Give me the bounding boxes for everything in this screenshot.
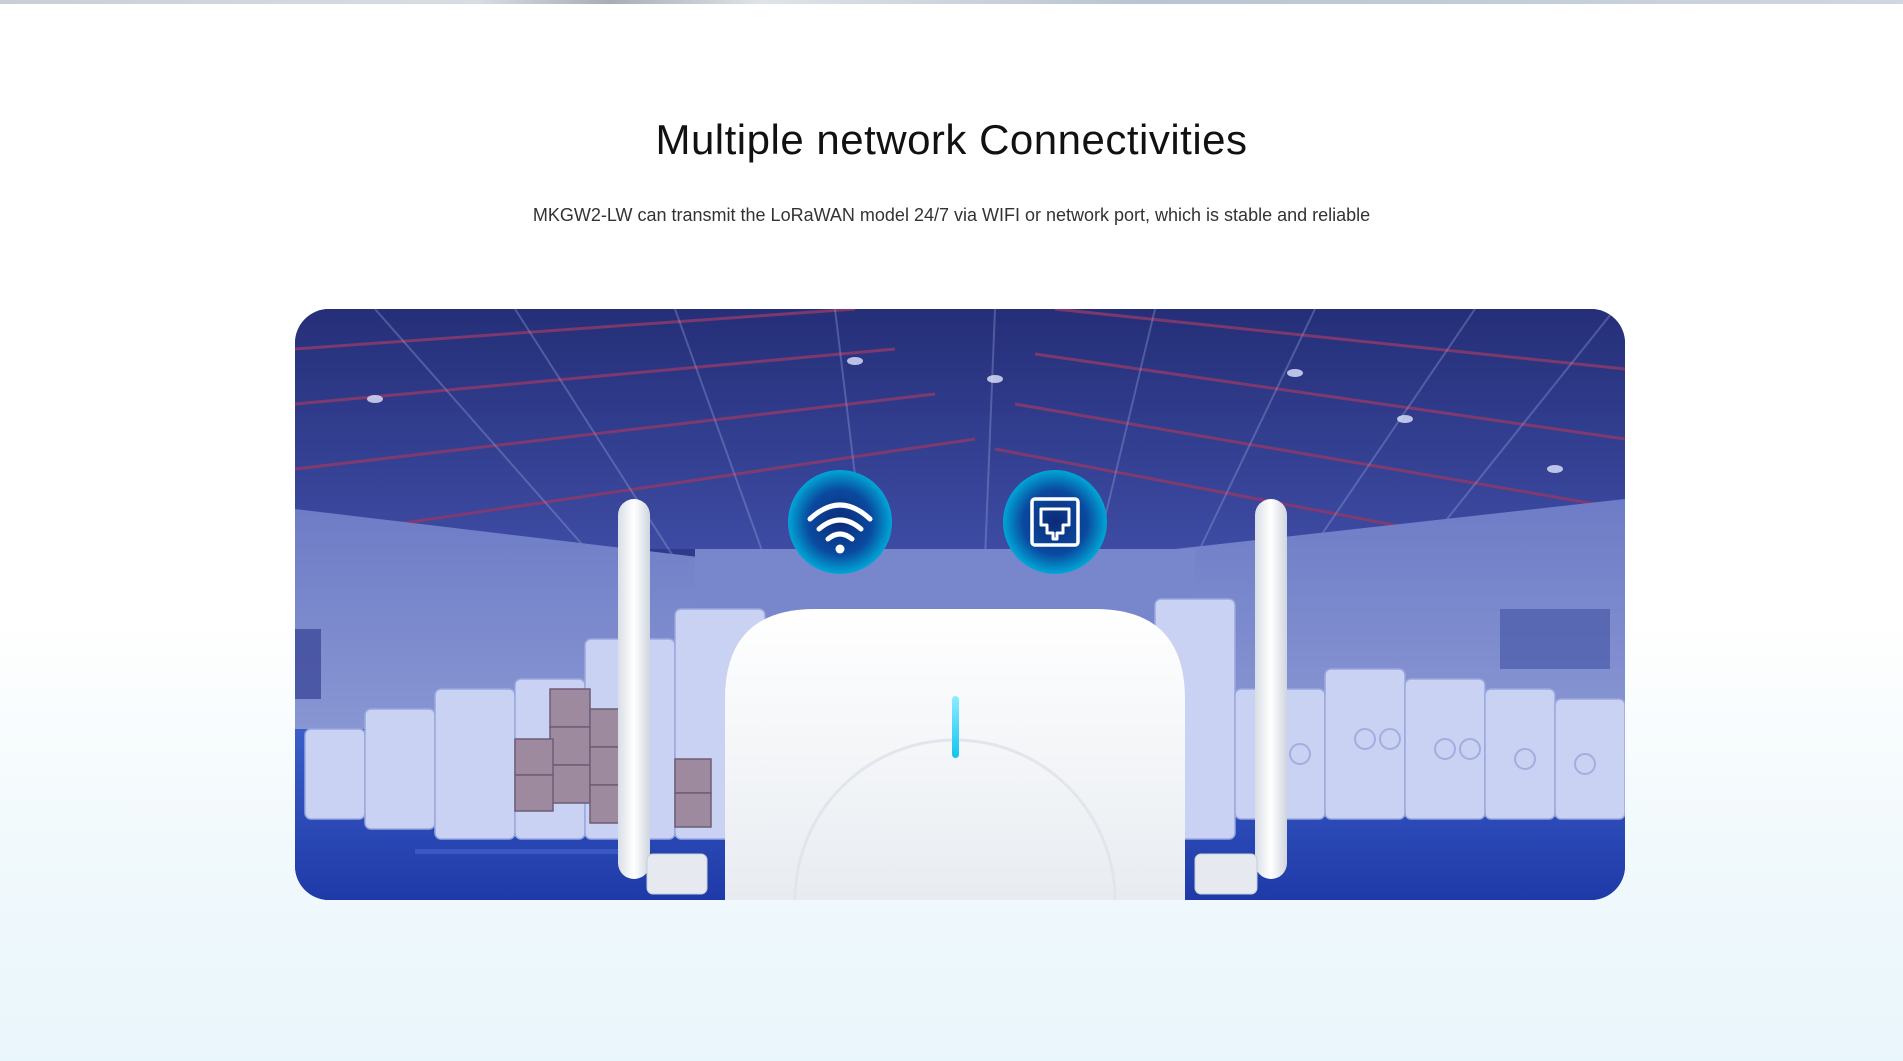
left-antenna bbox=[618, 499, 708, 895]
ethernet-port-icon bbox=[1003, 470, 1107, 574]
warehouse-scene bbox=[295, 309, 1625, 900]
top-divider bbox=[0, 0, 1903, 4]
wifi-icon bbox=[788, 470, 892, 574]
hero-image bbox=[295, 309, 1625, 900]
right-antenna bbox=[1194, 499, 1287, 895]
gateway-device bbox=[725, 609, 1185, 900]
section-title: Multiple network Connectivities bbox=[655, 116, 1248, 163]
section-subtitle: MKGW2-LW can transmit the LoRaWAN model … bbox=[532, 205, 1371, 225]
status-led bbox=[952, 696, 959, 758]
